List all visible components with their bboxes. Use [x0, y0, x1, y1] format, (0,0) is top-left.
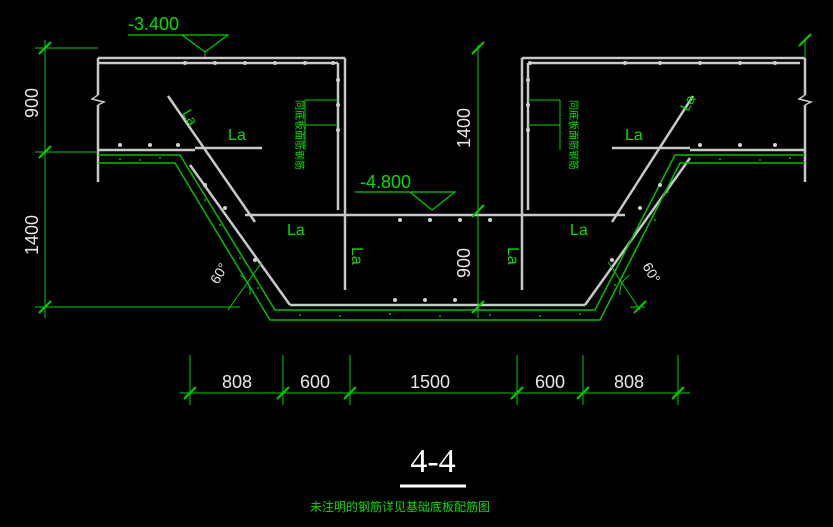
- elevation-top-label: -3.400: [128, 14, 179, 34]
- elevation-top: -3.400: [128, 14, 230, 57]
- elevation-bottom-label: -4.800: [360, 172, 411, 192]
- dim-bottom-4: 600: [535, 372, 565, 392]
- section-note: 未注明的钢筋详见基础底板配筋图: [310, 499, 490, 514]
- left-vertical-dimension: [35, 40, 240, 318]
- rebar-note-left: 同底板面筋钢筋: [293, 100, 306, 170]
- concrete-outline: [96, 56, 807, 307]
- elevation-bottom: -4.800: [355, 172, 457, 211]
- break-marks: [90, 94, 814, 106]
- la-label: La: [179, 107, 201, 129]
- rebar-dots: [118, 61, 777, 302]
- dim-bottom-5: 808: [614, 372, 644, 392]
- rebar-note-leaders: [304, 99, 561, 150]
- la-label: La: [348, 247, 365, 265]
- dim-bottom-1: 808: [222, 372, 252, 392]
- bottom-dimension-chain: [180, 355, 690, 405]
- la-label: La: [287, 222, 305, 239]
- la-label: La: [504, 247, 521, 265]
- la-label: La: [677, 92, 699, 114]
- rebar-note-right: 同底板面筋钢筋: [567, 100, 580, 170]
- anchorage-labels: La La La La La La La La: [179, 92, 698, 265]
- la-label: La: [625, 127, 643, 144]
- dim-center-top: 1400: [454, 108, 474, 148]
- angle-marks: [227, 261, 641, 311]
- section-title: 4-4: [410, 443, 455, 480]
- right-vertical-dimension: [630, 33, 812, 314]
- dim-bottom-2: 600: [300, 372, 330, 392]
- dim-left-bottom: 1400: [22, 215, 42, 255]
- blinding-hatch: [119, 157, 791, 317]
- dim-left-top: 900: [22, 88, 42, 118]
- blinding-layer: [98, 154, 805, 321]
- dim-center-bottom: 900: [454, 248, 474, 278]
- angle-right: 60°: [639, 260, 663, 286]
- la-label: La: [570, 222, 588, 239]
- center-vertical-dimension: [471, 41, 485, 318]
- angle-left: 60°: [207, 260, 231, 286]
- la-label: La: [228, 127, 246, 144]
- dim-bottom-3: 1500: [410, 372, 450, 392]
